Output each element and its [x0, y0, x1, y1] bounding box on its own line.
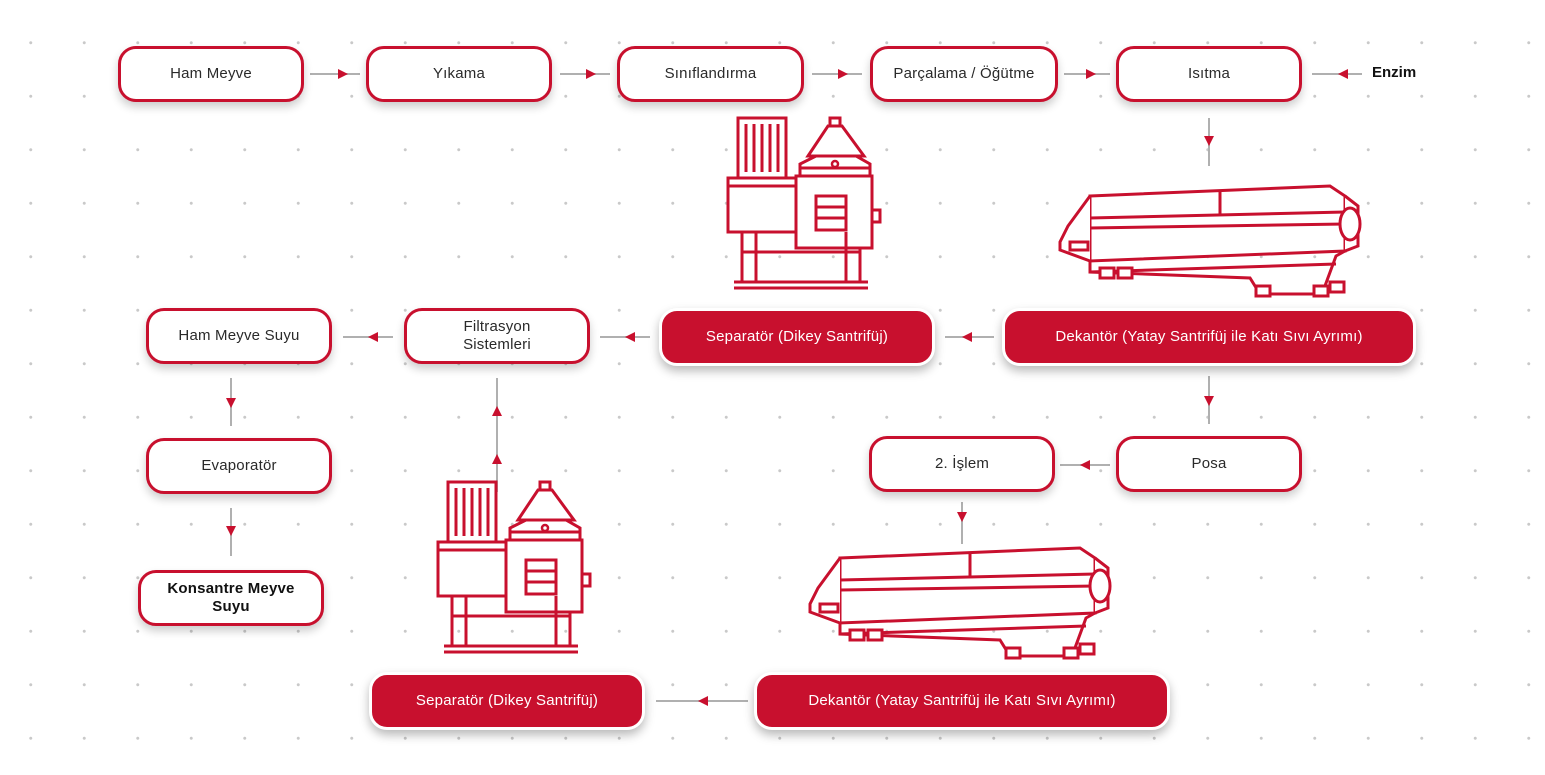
node-ham-meyve-suyu: Ham Meyve Suyu [146, 308, 332, 364]
node-label-line-1: Konsantre Meyve [167, 580, 295, 597]
node-label: Posa [1191, 455, 1227, 472]
node-posa: Posa [1116, 436, 1302, 492]
node-parcalama: Parçalama / Öğütme [870, 46, 1058, 102]
enzim-label: Enzim [1372, 64, 1416, 81]
node-separator-2: Separatör (Dikey Santrifüj) [369, 672, 645, 730]
node-label: Sınıflandırma [664, 65, 757, 82]
node-label: Evaporatör [201, 457, 277, 474]
node-label: Separatör (Dikey Santrifüj) [415, 692, 599, 709]
node-dekantor-2: Dekantör (Yatay Santrifüj ile Katı Sıvı … [754, 672, 1170, 730]
node-label: Ham Meyve Suyu [178, 327, 300, 344]
horizontal-decanter-illustration-1 [1058, 184, 1362, 298]
node-label: Isıtma [1187, 65, 1231, 82]
node-yikama: Yıkama [366, 46, 552, 102]
enzim-text: Enzim [1372, 64, 1417, 81]
node-isitma: Isıtma [1116, 46, 1302, 102]
node-separator-1: Separatör (Dikey Santrifüj) [659, 308, 935, 366]
node-siniflandirma: Sınıflandırma [617, 46, 804, 102]
node-label-line-1: Filtrasyon [463, 318, 531, 335]
node-label: Separatör (Dikey Santrifüj) [705, 328, 889, 345]
node-konsantre-meyve-suyu: Konsantre Meyve Suyu [138, 570, 324, 626]
node-label: Dekantör (Yatay Santrifüj ile Katı Sıvı … [1055, 328, 1363, 345]
node-label-line-2: Sistemleri [463, 336, 531, 353]
node-label: Dekantör (Yatay Santrifüj ile Katı Sıvı … [808, 692, 1116, 709]
vertical-separator-illustration-2 [436, 480, 592, 654]
vertical-separator-illustration-1 [726, 116, 882, 290]
node-label: Parçalama / Öğütme [893, 65, 1035, 82]
node-ham-meyve: Ham Meyve [118, 46, 304, 102]
node-dekantor-1: Dekantör (Yatay Santrifüj ile Katı Sıvı … [1002, 308, 1416, 366]
node-label: 2. İşlem [934, 455, 990, 472]
node-evaporator: Evaporatör [146, 438, 332, 494]
node-2-islem: 2. İşlem [869, 436, 1055, 492]
node-filtrasyon: Filtrasyon Sistemleri [404, 308, 590, 364]
node-label: Ham Meyve [170, 65, 252, 82]
horizontal-decanter-illustration-2 [808, 546, 1112, 660]
node-label-line-2: Suyu [212, 598, 250, 615]
node-label: Yıkama [432, 65, 486, 82]
